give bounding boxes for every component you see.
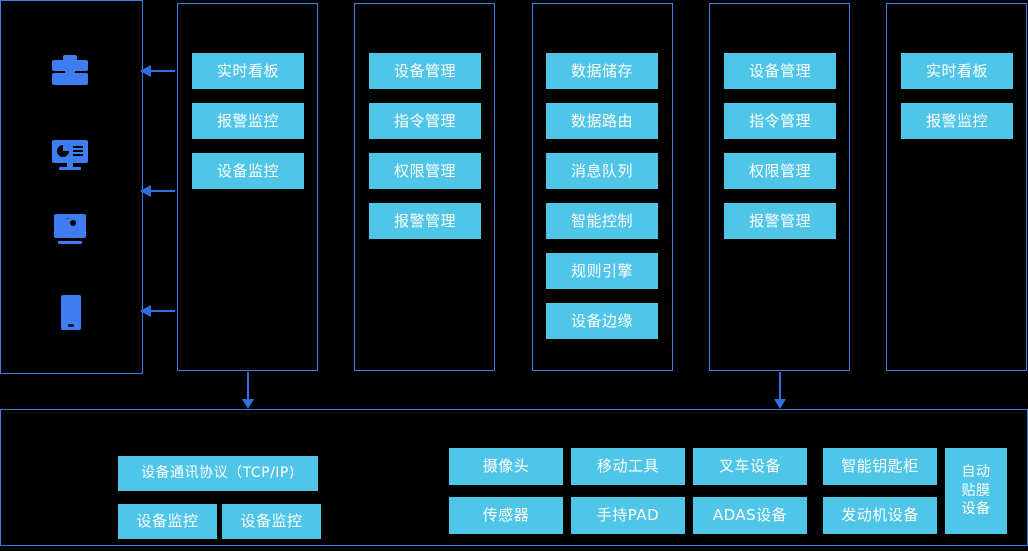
platform-column-panel — [532, 3, 673, 371]
chip-device-smart-key-cabinet[interactable]: 智能钥匙柜 — [823, 448, 937, 485]
chip-permission-management-2[interactable]: 权限管理 — [724, 153, 836, 189]
mobile-phone-icon — [60, 295, 82, 331]
flow-arrow-left-1 — [140, 65, 175, 77]
desktop-monitor-icon — [51, 140, 89, 172]
chip-device-auto-film-line-2: 贴膜 — [961, 482, 991, 499]
chip-data-storage[interactable]: 数据储存 — [546, 53, 658, 89]
chip-command-management-2[interactable]: 指令管理 — [724, 103, 836, 139]
chip-device-adas[interactable]: ADAS设备 — [693, 497, 807, 534]
monitoring-column-panel — [177, 3, 318, 371]
camera-icon — [51, 214, 89, 246]
flow-arrow-left-3 — [140, 305, 175, 317]
chip-device-handheld-pad[interactable]: 手持PAD — [571, 497, 685, 534]
chip-device-forklift[interactable]: 叉车设备 — [693, 448, 807, 485]
chip-message-queue[interactable]: 消息队列 — [546, 153, 658, 189]
chip-alarm-management-2[interactable]: 报警管理 — [724, 203, 836, 239]
chip-data-routing[interactable]: 数据路由 — [546, 103, 658, 139]
monitoring-column-2-panel — [886, 3, 1027, 371]
toolbox-icon — [51, 54, 89, 88]
chip-permission-management[interactable]: 权限管理 — [369, 153, 481, 189]
flow-arrow-down-left — [242, 372, 254, 409]
chip-realtime-dashboard[interactable]: 实时看板 — [192, 53, 304, 89]
chip-device-auto-film-line-3: 设备 — [961, 501, 991, 518]
chip-realtime-dashboard-2[interactable]: 实时看板 — [901, 53, 1013, 89]
chip-device-edge[interactable]: 设备边缘 — [546, 303, 658, 339]
chip-intelligent-control[interactable]: 智能控制 — [546, 203, 658, 239]
chip-command-management[interactable]: 指令管理 — [369, 103, 481, 139]
chip-device-mobile-tool[interactable]: 移动工具 — [571, 448, 685, 485]
management-column-2-panel — [709, 3, 850, 371]
chip-alarm-monitoring-2[interactable]: 报警监控 — [901, 103, 1013, 139]
chip-device-sensor[interactable]: 传感器 — [449, 497, 563, 534]
chip-alarm-management[interactable]: 报警管理 — [369, 203, 481, 239]
chip-device-camera[interactable]: 摄像头 — [449, 448, 563, 485]
chip-device-auto-film-line-1: 自动 — [961, 463, 991, 480]
chip-alarm-monitoring[interactable]: 报警监控 — [192, 103, 304, 139]
chip-device-management-2[interactable]: 设备管理 — [724, 53, 836, 89]
flow-arrow-down-right — [774, 372, 786, 409]
chip-rule-engine[interactable]: 规则引擎 — [546, 253, 658, 289]
chip-device-management[interactable]: 设备管理 — [369, 53, 481, 89]
chip-protocol-device-monitoring-1[interactable]: 设备监控 — [118, 504, 217, 539]
chip-protocol-device-monitoring-2[interactable]: 设备监控 — [222, 504, 321, 539]
management-column-panel — [354, 3, 495, 371]
chip-device-protocol[interactable]: 设备通讯协议（TCP/IP) — [118, 456, 318, 491]
chip-device-auto-film[interactable]: 自动 贴膜 设备 — [945, 448, 1007, 534]
chip-device-monitoring[interactable]: 设备监控 — [192, 153, 304, 189]
chip-device-engine[interactable]: 发动机设备 — [823, 497, 937, 534]
flow-arrow-left-2 — [140, 185, 175, 197]
